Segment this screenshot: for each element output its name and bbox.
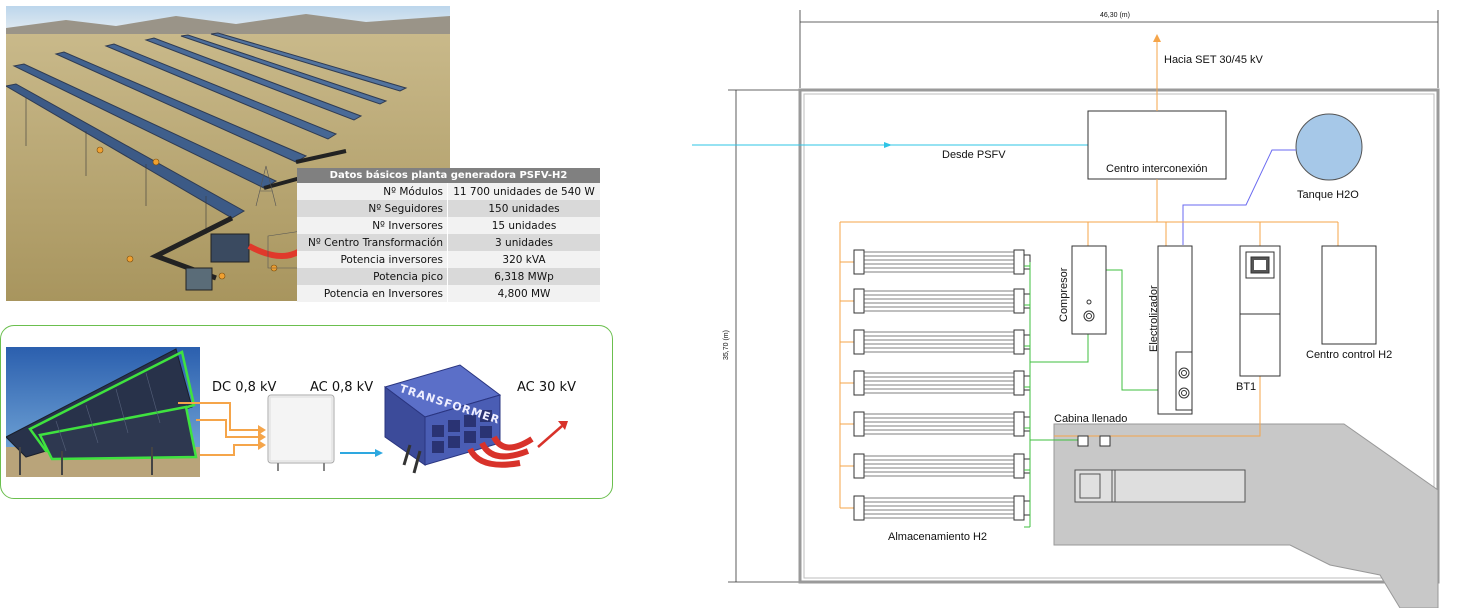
row-label: Nº Módulos bbox=[297, 183, 448, 200]
row-value: 4,800 MW bbox=[447, 285, 600, 302]
row-label: Nº Inversores bbox=[297, 217, 448, 234]
inverter-device bbox=[267, 394, 335, 471]
water-line bbox=[1182, 149, 1296, 245]
storage-bank bbox=[853, 453, 1031, 479]
row-value: 11 700 unidades de 540 W bbox=[447, 183, 600, 200]
dc-cables bbox=[178, 402, 258, 456]
table-row: Potencia inversores 320 kVA bbox=[297, 251, 600, 268]
conversion-chain-frame bbox=[0, 325, 613, 499]
height-dimension: 35,70 (m) bbox=[723, 330, 730, 360]
row-label: Nº Seguidores bbox=[297, 200, 448, 217]
hydrogen-storage-banks bbox=[853, 249, 1031, 521]
row-label: Potencia inversores bbox=[297, 251, 448, 268]
row-value: 3 unidades bbox=[447, 234, 600, 251]
row-label: Potencia en Inversores bbox=[297, 285, 448, 302]
transformer-device bbox=[383, 364, 534, 474]
filling-cabin-label: Cabina llenado bbox=[1054, 413, 1127, 425]
road-area bbox=[1053, 423, 1439, 608]
control-center-label: Centro control H2 bbox=[1306, 349, 1392, 361]
electrolyzer-label: Electrolizador bbox=[1148, 285, 1160, 352]
table-row: Potencia pico 6,318 MWp bbox=[297, 268, 600, 285]
water-tank bbox=[1295, 113, 1363, 181]
compressor bbox=[1071, 245, 1107, 335]
dimension-lines bbox=[728, 10, 1439, 583]
table-title: Datos básicos planta generadora PSFV-H2 bbox=[297, 168, 600, 183]
panel-render bbox=[6, 347, 200, 477]
solar-plant-render bbox=[6, 6, 450, 301]
width-dimension: 46,30 (m) bbox=[1100, 12, 1130, 19]
table-row: Nº Módulos 11 700 unidades de 540 W bbox=[297, 183, 600, 200]
site-boundary bbox=[798, 88, 1440, 584]
storage-bank bbox=[853, 411, 1031, 437]
water-tank-label: Tanque H2O bbox=[1297, 189, 1359, 201]
table-row: Nº Centro Transformación 3 unidades bbox=[297, 234, 600, 251]
row-value: 150 unidades bbox=[447, 200, 600, 217]
storage-bank bbox=[853, 249, 1031, 275]
dc-voltage-label: DC 0,8 kV bbox=[212, 380, 277, 395]
bifacial-panel-photo bbox=[6, 347, 200, 477]
plant-data-table: Datos básicos planta generadora PSFV-H2 … bbox=[297, 168, 600, 302]
row-value: 320 kVA bbox=[447, 251, 600, 268]
control-center bbox=[1321, 245, 1377, 345]
from-psfv-label: Desde PSFV bbox=[942, 149, 1006, 161]
truck bbox=[1074, 469, 1246, 503]
filling-cabin-unit bbox=[1077, 435, 1089, 447]
solar-plant-illustration bbox=[6, 6, 450, 301]
conversion-chain-graphic bbox=[178, 364, 568, 474]
ac-high-voltage-label: AC 30 kV bbox=[517, 380, 576, 395]
storage-bank bbox=[853, 370, 1031, 396]
row-value: 15 unidades bbox=[447, 217, 600, 234]
compressor-label: Compresor bbox=[1058, 267, 1070, 322]
to-substation-label: Hacia SET 30/45 kV bbox=[1164, 54, 1264, 66]
row-value: 6,318 MWp bbox=[447, 268, 600, 285]
interconnection-center bbox=[1087, 110, 1227, 180]
table-row: Nº Seguidores 150 unidades bbox=[297, 200, 600, 217]
storage-bank bbox=[853, 288, 1031, 314]
table-row: Potencia en Inversores 4,800 MW bbox=[297, 285, 600, 302]
site-plan: 46,30 (m) 35,70 (m) Desde PSFV Centro in… bbox=[692, 10, 1440, 608]
interconnection-label: Centro interconexión bbox=[1106, 163, 1208, 175]
site-inner-boundary bbox=[803, 93, 1435, 579]
storage-bank bbox=[853, 329, 1031, 355]
row-label: Nº Centro Transformación bbox=[297, 234, 448, 251]
storage-bank bbox=[853, 495, 1031, 521]
filling-cabin-unit bbox=[1099, 435, 1111, 447]
bt1-label: BT1 bbox=[1236, 381, 1256, 393]
table-row: Nº Inversores 15 unidades bbox=[297, 217, 600, 234]
storage-label: Almacenamiento H2 bbox=[888, 531, 987, 543]
ac-low-voltage-label: AC 0,8 kV bbox=[310, 380, 374, 395]
row-label: Potencia pico bbox=[297, 268, 448, 285]
hydrogen-lines bbox=[1024, 262, 1176, 528]
power-distribution bbox=[839, 179, 1339, 509]
